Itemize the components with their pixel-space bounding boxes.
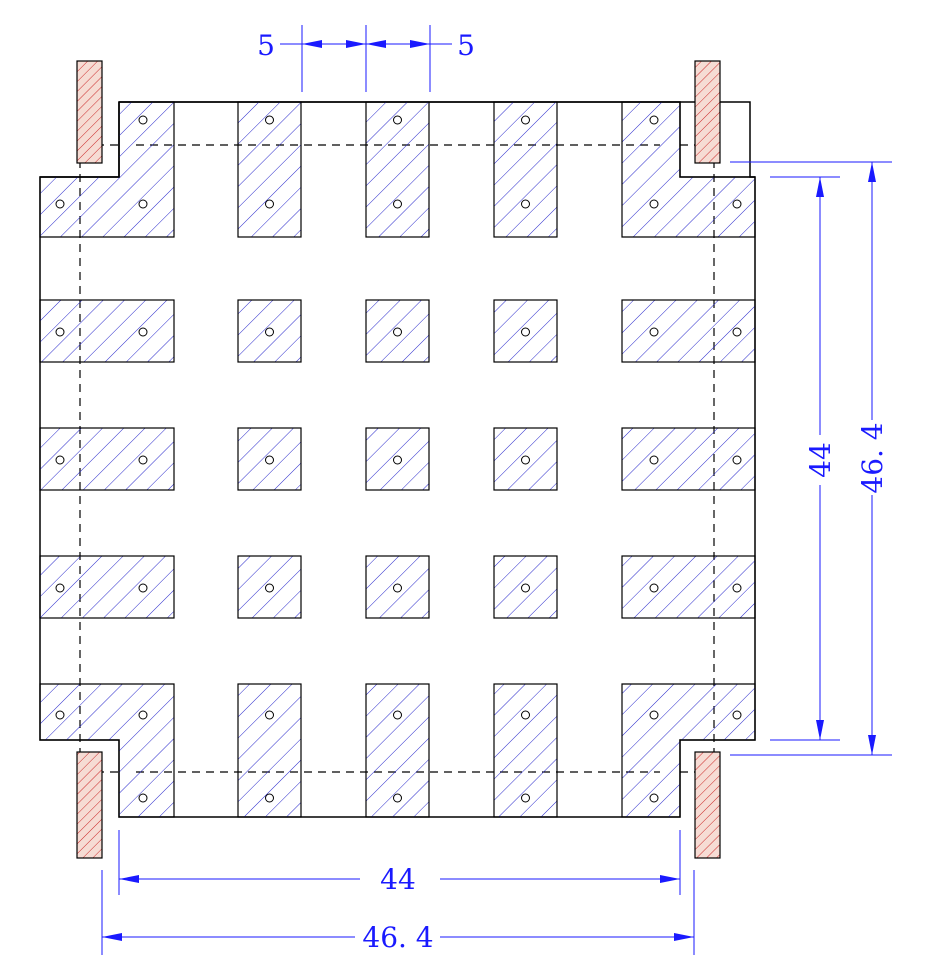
via-hole <box>55 327 65 337</box>
via-hole <box>265 583 274 593</box>
via-hole <box>649 115 659 125</box>
via-hole <box>265 327 274 337</box>
via-hole <box>265 115 274 125</box>
via-hole <box>393 710 402 720</box>
side-clip-0 <box>76 60 103 164</box>
via-hole <box>138 455 148 465</box>
via-hole <box>138 327 148 337</box>
dim-top-left-gap: 5 <box>257 29 275 62</box>
via-hole <box>732 710 742 720</box>
dim-top-right-gap: 5 <box>457 29 475 62</box>
side-clip-2 <box>76 751 103 859</box>
dimension-bottom <box>101 830 695 955</box>
via-hole <box>265 710 274 720</box>
dim-right-inner: 44 <box>804 442 837 478</box>
via-hole <box>649 327 659 337</box>
via-hole <box>732 327 742 337</box>
via-hole <box>732 583 742 593</box>
via-hole <box>393 793 402 803</box>
via-hole <box>521 793 530 803</box>
dim-right-outer: 46. 4 <box>856 422 889 493</box>
via-hole <box>521 455 530 465</box>
via-hole <box>732 455 742 465</box>
via-hole <box>265 199 274 209</box>
via-hole <box>55 710 65 720</box>
via-hole <box>265 793 274 803</box>
dimension-top <box>280 25 452 92</box>
via-hole <box>138 710 148 720</box>
via-hole <box>265 455 274 465</box>
dim-bottom-outer: 46. 4 <box>362 921 433 954</box>
pad-r1-c3 <box>493 299 558 363</box>
via-hole <box>393 115 402 125</box>
via-hole <box>138 793 148 803</box>
via-hole <box>521 710 530 720</box>
via-hole <box>393 199 402 209</box>
pad-corner-bottom-right <box>621 683 756 818</box>
via-hole <box>649 793 659 803</box>
pad-corner-top-right <box>621 101 756 238</box>
side-clips <box>76 60 721 859</box>
dimension-right <box>730 161 892 756</box>
via-hole <box>521 583 530 593</box>
via-hole <box>521 199 530 209</box>
via-hole <box>138 115 148 125</box>
via-hole <box>55 199 65 209</box>
side-clip-1 <box>694 60 721 164</box>
via-hole <box>649 199 659 209</box>
pad-r2-c3 <box>493 427 558 491</box>
dim-bottom-inner: 44 <box>380 863 416 896</box>
pad-array <box>39 101 756 818</box>
via-hole <box>649 710 659 720</box>
via-hole <box>732 199 742 209</box>
side-clip-3 <box>694 751 721 859</box>
via-hole <box>138 583 148 593</box>
via-hole <box>138 199 148 209</box>
via-hole <box>393 455 402 465</box>
via-hole <box>393 327 402 337</box>
via-hole <box>521 115 530 125</box>
via-hole <box>649 455 659 465</box>
pad-corner-bottom-left <box>39 683 175 818</box>
via-hole <box>55 583 65 593</box>
via-hole <box>393 583 402 593</box>
via-hole <box>649 583 659 593</box>
pad-corner-top-left <box>39 101 175 238</box>
via-hole <box>521 327 530 337</box>
via-hole <box>55 455 65 465</box>
